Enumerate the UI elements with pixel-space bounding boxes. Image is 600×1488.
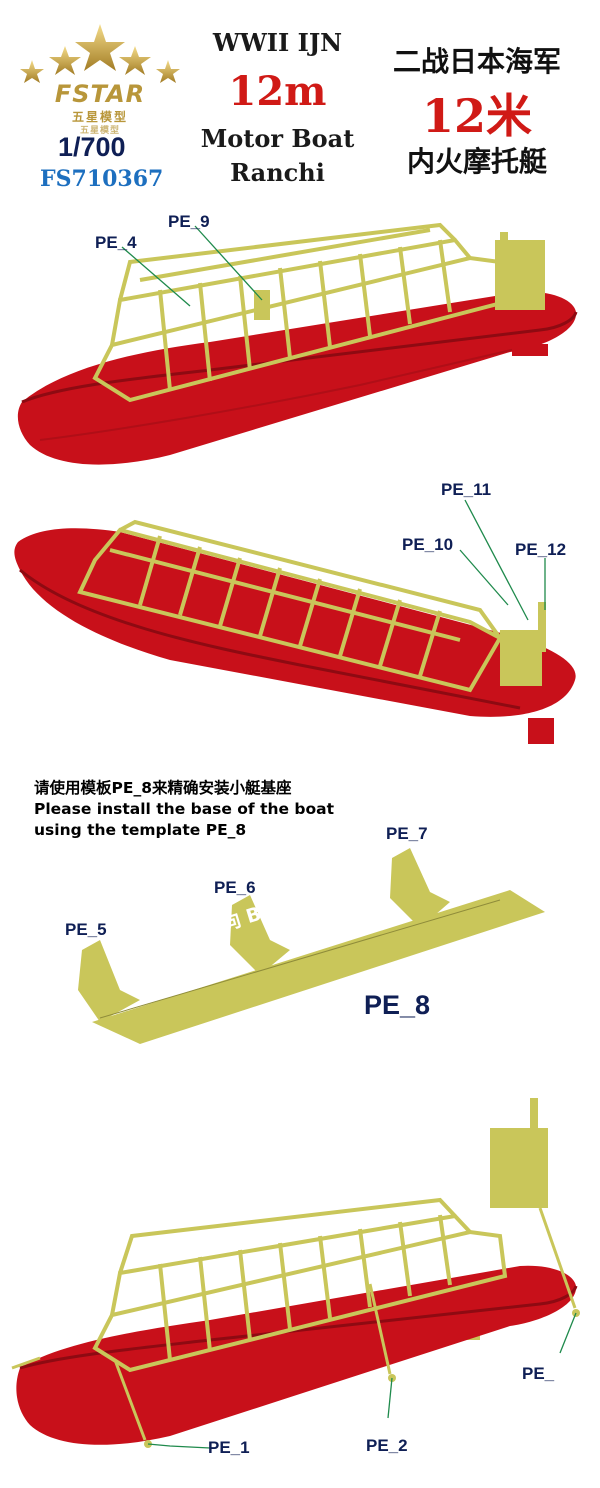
label-pe8: PE_8 (364, 990, 431, 1020)
canopy-frame (92, 222, 508, 403)
title-en-line2: 12m (228, 68, 327, 115)
pe4-leader (121, 246, 191, 307)
star-cluster-icon (20, 24, 180, 83)
pe1-leader (147, 1443, 211, 1449)
brand-logo: FSTAR 五星模型 五星模型 (10, 20, 190, 140)
product-code: FS710367 (40, 166, 164, 192)
bow-direction-arrow: 舰首方向 Bow Direction (128, 824, 500, 962)
star-icon (20, 60, 44, 83)
boat-illustration-3 (11, 1098, 580, 1449)
label-pe4: PE_4 (95, 233, 137, 252)
template-illustration (78, 848, 545, 1044)
star-icon (49, 46, 81, 75)
label-pe1: PE_1 (208, 1438, 250, 1457)
stern-fitting (495, 232, 545, 310)
label-pe7: PE_7 (386, 824, 428, 843)
title-zh-line1: 二战日本海军 (392, 45, 561, 78)
title-en-line1: WWII IJN (212, 28, 343, 57)
brand-name: FSTAR (54, 80, 146, 108)
instruction-en-line1: Please install the base of the boat (34, 800, 335, 818)
hull (17, 291, 577, 465)
boat-illustration-2 (14, 499, 576, 744)
pe10-leader (459, 549, 509, 606)
brand-subname: 五星模型 (71, 110, 128, 124)
instruction-en-line2: using the template PE_8 (34, 821, 247, 839)
hull (14, 528, 576, 717)
label-pe5: PE_5 (65, 920, 107, 939)
label-pe10: PE_10 (402, 535, 454, 554)
pe2-leader (387, 1377, 393, 1419)
label-pe12: PE_12 (515, 540, 567, 559)
brand-tagline: 五星模型 (79, 126, 120, 136)
pe-leader (559, 1312, 577, 1354)
label-pe6: PE_6 (214, 878, 256, 897)
star-icon (156, 60, 180, 83)
sling-chains (11, 1207, 577, 1441)
label-pe9: PE_9 (168, 212, 210, 231)
arrow-left-icon (128, 927, 162, 955)
title-en-line4: Ranchi (230, 158, 325, 187)
label-pe-partial: PE_ (522, 1364, 555, 1383)
label-pe11: PE_11 (441, 480, 492, 499)
pe9-leader (194, 225, 263, 301)
label-pe2: PE_2 (366, 1436, 408, 1455)
pe9-part (254, 290, 270, 320)
stern-fitting (490, 1098, 548, 1208)
canopy-frame (92, 1197, 508, 1373)
template-plate (78, 848, 545, 1044)
stern-fitting (500, 602, 546, 686)
scale-label: 1/700 (58, 132, 126, 162)
title-en-line3: Motor Boat (200, 124, 355, 153)
star-icon (75, 24, 125, 71)
boat-illustration-1 (17, 222, 578, 465)
pe11-leader (464, 499, 529, 621)
instruction-zh: 请使用模板PE_8来精确安装小艇基座 (34, 779, 292, 797)
title-zh-line3: 内火摩托艇 (406, 145, 547, 178)
hull (16, 1265, 577, 1445)
star-icon (119, 46, 151, 75)
title-zh-line2: 12米 (421, 89, 532, 143)
